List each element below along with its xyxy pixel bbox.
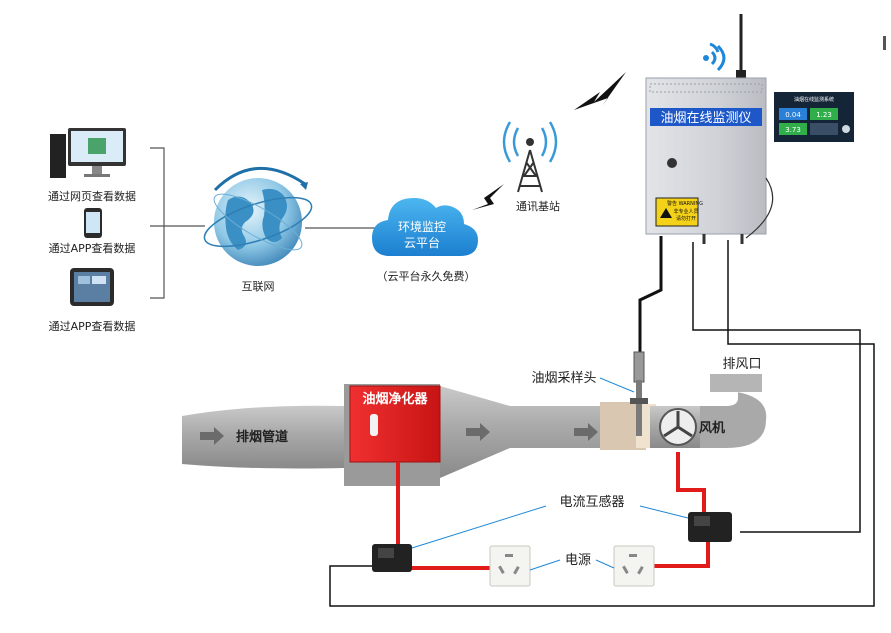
exhaust-pipe-label: 排烟管道 — [236, 429, 288, 445]
current-transformer-left — [372, 544, 412, 572]
probe-label: 油烟采样头 — [531, 371, 596, 386]
client-bracket — [150, 147, 205, 299]
ct-cable-left — [329, 240, 875, 607]
fan-icon — [659, 408, 697, 446]
warning-header: 警告 WARNING — [667, 200, 703, 207]
power-outlet-left — [489, 545, 531, 587]
cloud-note: （云平台永久免费） — [377, 269, 476, 283]
ct-leaders — [411, 505, 689, 549]
display-screen — [774, 92, 854, 142]
power-label: 电源 — [565, 553, 591, 568]
fan-power-wire — [676, 452, 706, 512]
cloud-label-line2: 云平台 — [404, 235, 440, 250]
fan-label: 风机 — [699, 420, 725, 436]
base-station-label: 通讯基站 — [516, 199, 560, 213]
purifier-box — [349, 385, 441, 463]
cloud-icon — [372, 198, 478, 256]
desktop-computer-icon — [50, 128, 126, 178]
outlet-label: 排风口 — [722, 357, 761, 372]
probe-leader — [599, 377, 635, 393]
app-tablet-label: 通过APP查看数据 — [49, 319, 136, 333]
sampling-probe — [630, 351, 648, 436]
screen-header: 油烟在线监测系统 — [794, 96, 834, 103]
screen-value-3: 3.73 — [785, 126, 801, 134]
web-client-label: 通过网页查看数据 — [48, 189, 136, 203]
right-outlet-wire — [642, 542, 710, 568]
sampling-cable — [638, 236, 663, 352]
tablet-icon — [70, 268, 114, 306]
internet-label: 互联网 — [242, 280, 275, 293]
lightning-icon-2 — [574, 72, 626, 110]
cloud-label-line1: 环境监控 — [398, 219, 446, 234]
ct-label: 电流互感器 — [559, 494, 624, 510]
purifier-label: 油烟净化器 — [362, 391, 428, 407]
lightning-icon — [472, 184, 504, 210]
screen-value-2: 1.23 — [816, 111, 832, 119]
app-phone-label: 通过APP查看数据 — [49, 241, 136, 255]
warning-line2: 请勿打开 — [676, 215, 696, 222]
wifi-icon — [703, 42, 726, 72]
signal-tower-icon — [502, 121, 558, 193]
monitor-title: 油烟在线监测仪 — [660, 111, 751, 126]
warning-line1: 非专业人员 — [673, 208, 698, 215]
screen-value-1: 0.04 — [785, 111, 801, 119]
ct-cable-right — [692, 242, 861, 533]
globe-icon — [203, 166, 313, 266]
power-leaders — [529, 559, 615, 571]
monitor-cabinet — [645, 77, 774, 244]
current-transformer-right — [688, 512, 732, 542]
antenna-icon — [736, 14, 746, 80]
power-outlet-right — [613, 545, 655, 587]
phone-icon — [84, 208, 102, 238]
edge-mark — [883, 36, 886, 50]
